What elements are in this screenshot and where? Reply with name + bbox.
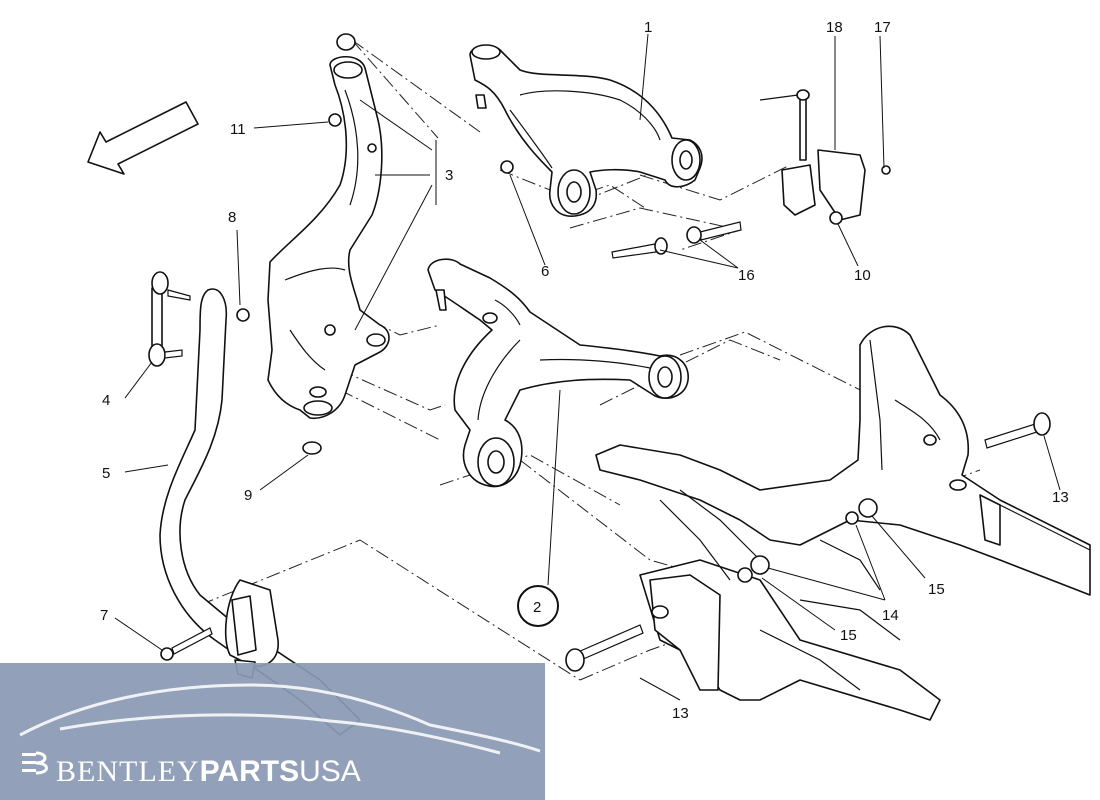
callout-18: 18: [826, 19, 843, 36]
callout-15-bottom: 15: [840, 627, 857, 644]
callout-3: 3: [445, 167, 453, 184]
front-subframe: [595, 325, 1091, 721]
ride-height-sensor: [759, 89, 866, 221]
callout-leader-lines: [114, 33, 1061, 701]
brand-wordmark: BENTLEYPARTSUSA: [56, 755, 361, 788]
callout-9: 9: [244, 487, 252, 504]
watermark-banner: BENTLEYPARTSUSA: [0, 663, 545, 800]
anti-roll-bar: [159, 288, 361, 736]
bentley-logo-icon: [22, 751, 48, 775]
direction-arrow-icon: [87, 101, 199, 175]
brand-parts: PARTS: [200, 755, 299, 788]
callout-14: 14: [882, 607, 899, 624]
upper-control-arm: [469, 44, 703, 217]
lower-control-arm: [427, 258, 689, 488]
drop-link: [148, 271, 191, 367]
callout-1: 1: [644, 19, 652, 36]
callout-11: 11: [230, 121, 246, 138]
callout-labels: 1 2 3 4 5 6 7 8 9 10 11 13 13 14 15 15 1…: [100, 19, 1069, 722]
bolts-13: [565, 412, 1051, 672]
callout-5: 5: [102, 465, 110, 482]
callout-10: 10: [854, 267, 871, 284]
callout-13-bottom: 13: [672, 705, 689, 722]
bolts-16: [611, 221, 742, 259]
callout-15-right: 15: [928, 581, 945, 598]
callout-2-circle: [517, 585, 559, 627]
callout-2: 2: [533, 599, 541, 616]
brand-usa: USA: [299, 755, 361, 788]
callout-4: 4: [102, 392, 110, 409]
callout-7: 7: [100, 607, 108, 624]
callout-6: 6: [541, 263, 549, 280]
hub-carrier: [267, 33, 390, 420]
callout-17: 17: [874, 19, 891, 36]
callout-16: 16: [738, 267, 755, 284]
car-silhouette-icon: [19, 683, 541, 755]
callout-13-right: 13: [1052, 489, 1069, 506]
brand-bentley: BENTLEY: [56, 755, 200, 788]
callout-8: 8: [228, 209, 236, 226]
